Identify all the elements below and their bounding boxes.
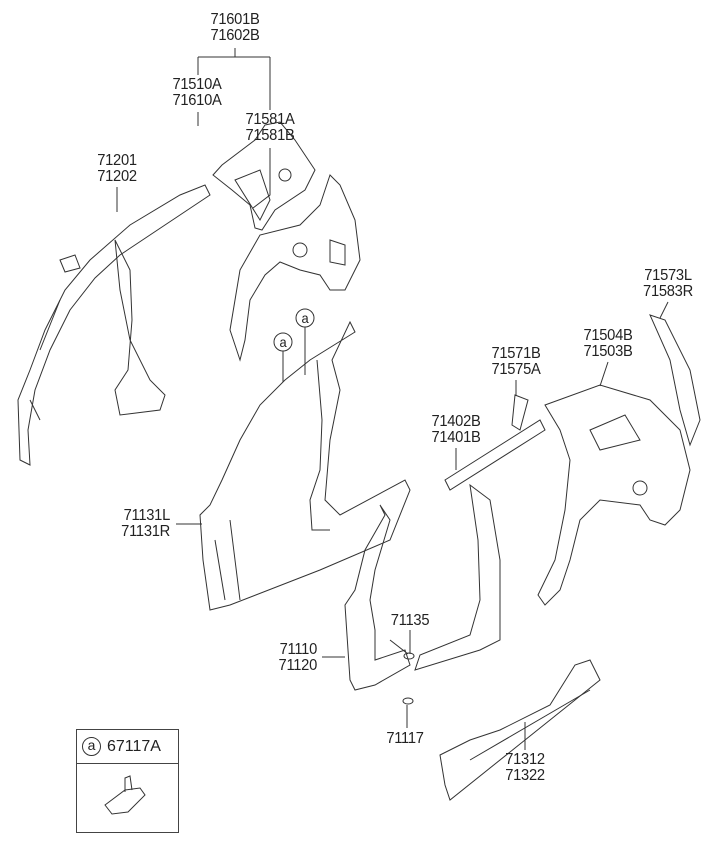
part-number: 71581A: [245, 111, 295, 128]
part-number: 71401B: [431, 429, 481, 446]
part-number: 71131R: [121, 523, 170, 540]
part-number: 71610A: [172, 92, 222, 109]
clip-67117A-icon: [104, 775, 146, 815]
part-number: 71571B: [491, 345, 541, 362]
part-number: 71402B: [431, 413, 481, 430]
callout-71135: 71135: [387, 613, 433, 629]
part-number: 71504B: [583, 327, 633, 344]
part-roof-rail-inner: [17, 184, 211, 466]
part-number: 71510A: [172, 76, 222, 93]
legend-box: a 67117A: [76, 729, 179, 833]
part-number: 71573L: [644, 267, 692, 284]
part-number: 71575A: [491, 361, 541, 378]
part-side-outer-front: [199, 320, 411, 611]
part-number: 71583R: [643, 283, 693, 300]
reference-marker-label: a: [279, 334, 287, 350]
legend-marker: a: [82, 737, 101, 756]
legend-part-number: 67117A: [107, 737, 161, 755]
part-number: 71581B: [245, 127, 295, 144]
callout-71117: 71117: [382, 731, 428, 747]
part-number: 71120: [278, 657, 318, 674]
leader-lines: [116, 48, 669, 750]
part-number: 71601B: [210, 11, 260, 28]
part-number: 71312: [505, 751, 545, 768]
fastener-71117: [402, 697, 414, 705]
part-number: 71110: [279, 641, 318, 658]
part-number: 71135: [390, 612, 430, 629]
part-number: 71131L: [123, 507, 171, 524]
part-quarter-outer: [511, 314, 701, 606]
part-quarter-inner-upper: [212, 121, 316, 231]
reference-marker-label: a: [301, 310, 309, 326]
part-number: 71503B: [583, 343, 633, 360]
part-number: 71322: [505, 767, 545, 784]
part-number: 71202: [97, 168, 137, 185]
reference-marker-a-2: [295, 308, 315, 328]
reference-marker-a-1: [273, 332, 293, 352]
part-front-pillar-outer: [344, 419, 546, 691]
part-quarter-inner-lower: [229, 174, 361, 362]
part-number: 71602B: [210, 27, 260, 44]
part-number: 71201: [97, 152, 137, 169]
legend-header: a 67117A: [77, 730, 178, 764]
part-side-sill: [439, 659, 601, 801]
part-number: 71117: [386, 730, 424, 747]
fastener-71135: [403, 652, 415, 660]
